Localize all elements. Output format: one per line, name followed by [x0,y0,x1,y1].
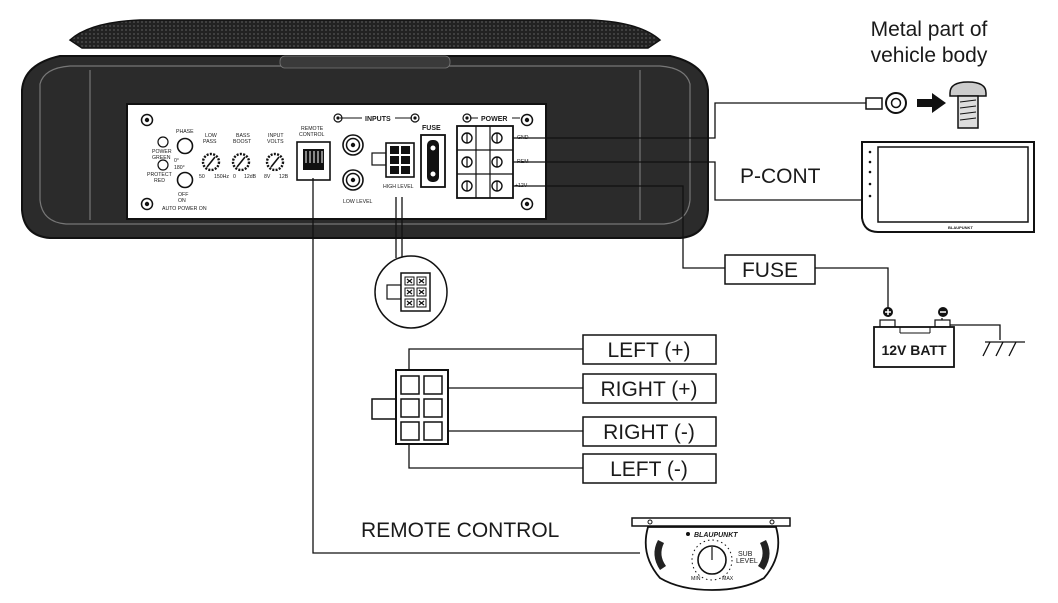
panel-screw-icon [462,113,472,123]
speaker-wire-label-box: LEFT (+) [582,334,717,365]
protect-led-icon [157,159,169,171]
input-volts-max: 12B [279,174,289,180]
off-label: OFF [178,192,188,198]
fuse-to-battery-wire [815,267,889,316]
bolt-icon [949,81,987,129]
remote-port-label-1: REMOTE [301,126,324,132]
power-green-label-2: GREEN [152,155,171,161]
panel-screw-icon [333,113,343,123]
protect-red-label-1: PROTECT [147,172,173,178]
panel-screw-icon [140,197,154,211]
right-plus-label: RIGHT (+) [600,378,697,401]
left-minus-label: LEFT (-) [610,458,688,481]
wires [312,102,1001,554]
inputs-label: INPUTS [365,116,391,123]
phase-180-label: 180° [174,165,185,171]
brand-dot-icon [686,532,690,536]
amp-control-panel: POWER GREEN PROTECT RED PHASE 0° 180° OF… [126,103,547,220]
ring-terminal-icon [865,92,907,114]
ground-wire [513,102,866,139]
input-volts-label-1: INPUT [268,133,284,139]
head-unit-brand: BLAUPUNKT [948,225,973,230]
battery-label: 12V BATT [881,342,947,358]
input-volts-knob[interactable] [265,152,285,172]
phase-0-label: 0° [174,158,179,164]
speaker-wire-label-box: RIGHT (+) [582,373,717,404]
phase-label: PHASE [176,129,194,135]
remote-control-unit: BLAUPUNKT SUB LEVEL MIN MAX [631,517,791,591]
speaker-wire-label-box: RIGHT (-) [582,416,717,447]
arrow-icon [917,93,946,113]
remote-control-label: REMOTE CONTROL [361,519,559,542]
p-cont-wire [513,161,862,201]
max-label: MAX [722,576,734,582]
power-green-label-1: POWER [152,149,172,155]
panel-fuse-label: FUSE [422,125,441,132]
metal-part-label-1: Metal part of [871,18,988,41]
bass-boost-max: 12dB [244,174,257,180]
p-cont-label: P-CONT [740,165,821,188]
bass-boost-label-2: BOOST [233,139,252,145]
bass-boost-label-1: BASS [236,133,250,139]
low-pass-label-2: PASS [203,139,217,145]
sub-level-label-1: SUB [738,551,753,558]
remote-port-label-2: CONTROL [299,132,324,138]
power-terminal-block [456,125,514,199]
ground-symbol-icon [982,341,1025,357]
remote-control-port[interactable] [296,141,331,181]
power-wire [513,185,725,269]
metal-part-label-2: vehicle body [871,44,988,67]
right-minus-label: RIGHT (-) [603,421,695,444]
low-pass-label-1: LOW [205,133,217,139]
low-level-label: LOW LEVEL [343,199,373,205]
power-label: POWER [481,116,507,123]
protect-red-label-2: RED [154,178,165,184]
panel-screw-icon [140,113,154,127]
head-unit: BLAUPUNKT [861,141,1035,233]
bass-boost-knob[interactable] [231,152,251,172]
low-pass-knob[interactable] [201,152,221,172]
negative-terminal-icon [938,307,948,317]
high-level-input-connector[interactable] [371,142,415,178]
remote-brand: BLAUPUNKT [694,532,738,539]
low-pass-min: 50 [199,174,205,180]
low-pass-max: 150Hz [214,174,229,180]
panel-screw-icon [520,197,534,211]
input-volts-label-2: VOLTS [267,139,284,145]
bass-boost-min: 0 [233,174,236,180]
power-led-icon [157,136,169,148]
high-level-label: HIGH LEVEL [383,184,414,190]
panel-screw-icon [520,113,534,127]
auto-power-on-label: AUTO POWER ON [162,206,207,212]
input-volts-min: 8V [264,174,271,180]
phase-switch[interactable] [176,137,194,155]
rca-jack-right[interactable] [342,169,364,191]
left-plus-label: LEFT (+) [607,339,690,362]
battery [873,319,955,368]
speaker-wire-label-box: LEFT (-) [582,453,717,484]
fuse-label: FUSE [742,259,798,282]
fuse-box [724,254,816,285]
rca-jack-left[interactable] [342,134,364,156]
speaker-harness-connector [371,369,449,445]
min-label: MIN [691,576,701,582]
high-level-connector-detail [374,255,448,329]
sub-level-label-2: LEVEL [736,558,758,565]
remote-cable [312,178,640,554]
auto-power-switch[interactable] [176,171,194,189]
on-label: ON [178,198,186,204]
panel-fuse-holder [420,134,446,188]
positive-terminal-icon [883,307,893,317]
panel-screw-icon [410,113,420,123]
